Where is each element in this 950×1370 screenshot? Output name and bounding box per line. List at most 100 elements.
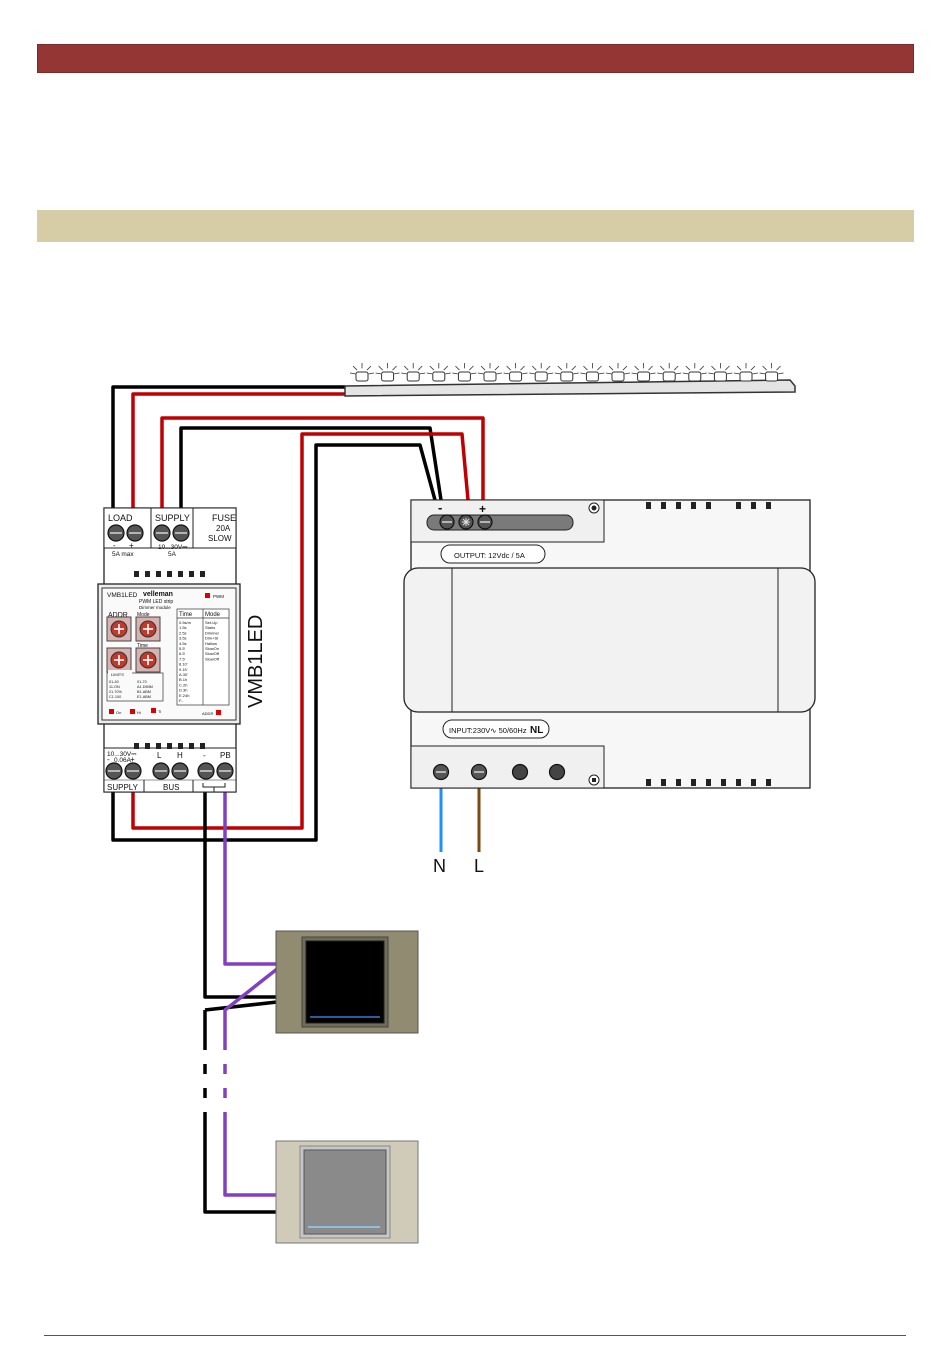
list-item: E.24h — [179, 693, 189, 698]
module-load-label: LOAD — [108, 513, 133, 523]
led-label-hi: Hi — [137, 710, 141, 715]
psu-terminal-minus: - — [438, 500, 442, 515]
ground-symbol — [202, 783, 226, 792]
power-supply — [403, 499, 816, 789]
led-emitter — [605, 363, 631, 382]
list-item: SlowOn — [205, 646, 219, 651]
module-fuse-type: SLOW — [208, 534, 232, 543]
wire-pb-signal-dashed — [223, 1010, 277, 1197]
led-emitters — [349, 363, 784, 382]
list-item: B1.ABM — [137, 690, 151, 694]
list-item: A1.DIMM — [137, 685, 153, 689]
wire-pb2-signal — [223, 967, 279, 1012]
list-item: 11.ON — [109, 685, 120, 689]
bottom-bus-l: L — [157, 751, 162, 760]
section-header-bar — [37, 44, 914, 73]
bottom-supply-group: SUPPLY — [107, 783, 139, 792]
module-supply-rating: 10...30V⎓ — [158, 544, 187, 551]
module-load-plus: + — [129, 541, 134, 550]
mode-time-table — [176, 608, 230, 706]
mains-line-label: L — [474, 856, 484, 876]
list-item: Hallow — [205, 641, 217, 646]
list-item: Dim+St — [205, 636, 219, 641]
bottom-bus-group: BUS — [163, 783, 179, 792]
addr-switch-high — [106, 616, 132, 642]
wire-pb2-common — [204, 1000, 278, 1012]
led-strip — [344, 363, 796, 397]
bottom-pb-label: PB — [220, 751, 231, 760]
module-side-label: VMB1LED — [245, 615, 267, 708]
list-item: 01-70 — [137, 680, 147, 684]
led-emitter — [708, 363, 733, 382]
time-values-list: 0.5s/m1.5s2.5s3.5s4.5s5.5'6.5'7.5'8.10'9… — [179, 620, 192, 703]
list-item: 9.15' — [179, 667, 188, 672]
list-item: 01-40 — [109, 680, 119, 684]
time-switch — [135, 647, 161, 673]
pushbutton-wires — [203, 778, 279, 1214]
list-item: Dimmer — [205, 630, 220, 635]
list-item: C.2h — [179, 682, 187, 687]
module-vent-bottom — [134, 743, 205, 749]
module-vent-top — [134, 571, 205, 577]
footer-rule — [44, 1335, 906, 1336]
psu-output-label: OUTPUT: 12Vdc / 5A — [454, 551, 525, 560]
module-supply-current: 5A — [168, 551, 177, 558]
list-item: 21.70% — [109, 690, 123, 694]
list-item: B.1h — [179, 677, 187, 682]
list-item: Stairs — [205, 625, 215, 630]
list-item: 2.5s — [179, 630, 187, 635]
led-emitter — [682, 363, 707, 382]
list-item: A.30' — [179, 672, 188, 677]
status-leds — [109, 708, 221, 715]
led-emitter — [503, 363, 528, 382]
module-supply-label: SUPPLY — [155, 513, 190, 523]
led-emitter — [580, 363, 605, 382]
list-item: SlowOff — [205, 651, 220, 656]
list-item: SlowOff — [205, 656, 220, 661]
wire-pb-signal — [223, 778, 277, 966]
list-item: 7.5' — [179, 656, 186, 661]
led-emitter — [426, 363, 451, 382]
led-emitter — [477, 363, 503, 382]
wire-supply-plus — [160, 416, 485, 508]
list-item: 6.5' — [179, 651, 186, 656]
list-item: F.- — [179, 698, 184, 703]
mains-wires — [439, 782, 481, 852]
bottom-supply-current: 0.06A — [114, 757, 132, 764]
list-item: C1.100 — [109, 695, 121, 699]
bottom-pb-minus: - — [203, 751, 206, 760]
list-item: Set-Up — [205, 620, 218, 625]
module-bottom-terminals — [105, 762, 234, 780]
panel-brand: velleman — [143, 591, 173, 598]
led-label-addr: ADDR — [202, 711, 213, 716]
psu-terminal-plus: + — [479, 502, 486, 516]
pushbutton-dark[interactable] — [275, 930, 419, 1034]
psu-vent-top — [646, 502, 771, 509]
list-item: 0.5s/m — [179, 620, 192, 625]
table-time-header: Time — [179, 612, 193, 618]
psu-vent-bottom — [646, 779, 771, 786]
rotary-switches[interactable] — [106, 616, 161, 673]
wire-module-supply-plus — [131, 432, 470, 830]
led-label-ti: Ti — [158, 709, 161, 714]
led-emitter — [349, 363, 375, 382]
mode-switch — [135, 616, 161, 642]
bottom-bus-h: H — [177, 751, 183, 760]
pwm-label: PWM — [213, 594, 224, 599]
mode-label: Mode — [137, 612, 150, 618]
wire-load-plus — [131, 392, 345, 508]
mains-neutral-label: N — [433, 856, 446, 876]
bottom-supply-plus: + — [130, 755, 135, 764]
time-label: Time — [137, 643, 148, 649]
wire-module-supply-minus — [111, 443, 437, 842]
module-fuse-label: FUSE — [212, 513, 236, 523]
module-fuse-value: 20A — [216, 524, 231, 533]
led-emitter — [529, 363, 554, 382]
panel-subtitle: PWM LED strip — [139, 599, 173, 605]
module-load-minus: - — [113, 541, 116, 550]
module-top-terminals — [107, 524, 190, 542]
pushbutton-light[interactable] — [275, 1140, 419, 1244]
pwm-led — [205, 593, 210, 598]
